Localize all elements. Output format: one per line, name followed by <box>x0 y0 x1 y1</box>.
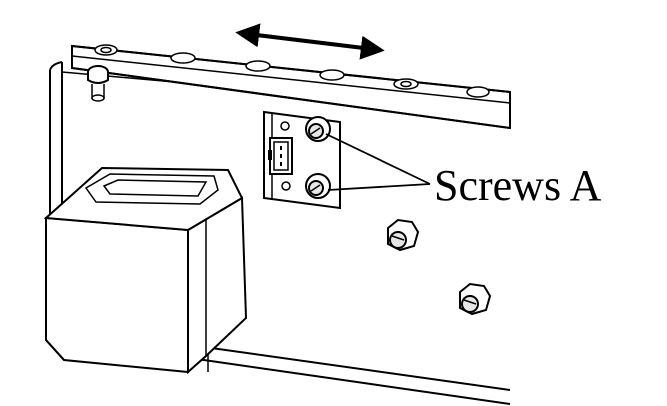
screw-a-upper <box>305 116 331 142</box>
callout-leaders <box>325 133 431 191</box>
screw-a-lower <box>305 173 331 199</box>
rail <box>71 44 511 130</box>
board-connector <box>268 137 293 175</box>
motion-arrow <box>235 23 385 60</box>
motor-block <box>43 166 248 375</box>
callout-label-screws-a: Screws A <box>434 161 602 210</box>
carriage-screw <box>87 65 109 102</box>
nut-middle <box>387 218 420 252</box>
rail-holes <box>94 44 490 98</box>
nut-lower <box>459 282 492 316</box>
